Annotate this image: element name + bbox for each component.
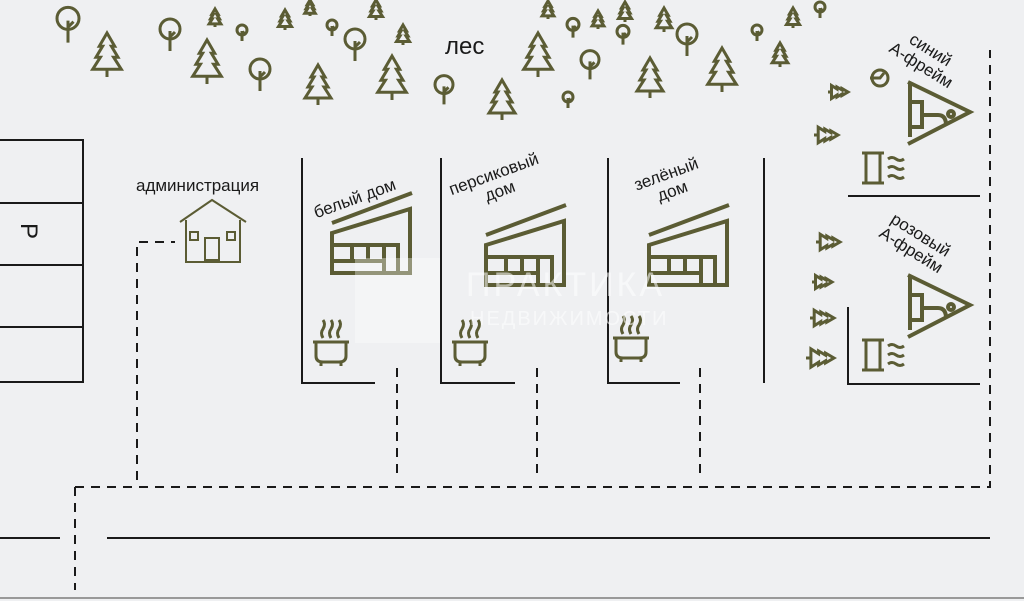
deciduous-tree-icon [579,49,601,80]
pine-tree-icon [189,37,225,85]
sauna-icon [862,338,905,372]
deciduous-tree-icon [55,5,81,43]
pine-tree-icon [812,272,835,292]
pine-tree-icon [615,0,635,22]
pine-tree-icon [815,231,843,253]
watermark-subtitle: НЕДВИЖИМОСТИ [470,308,669,330]
pine-tree-icon [520,30,556,78]
admin-house-icon [179,198,247,263]
pine-tree-icon [806,346,837,370]
deciduous-tree-icon [750,23,764,41]
hot-tub-icon [613,315,649,362]
deciduous-tree-icon [561,90,575,108]
hot-tub-icon [313,319,349,366]
deciduous-tree-icon [615,23,631,45]
pine-tree-icon [393,22,413,45]
watermark-title: ПРАКТИКА [466,266,666,304]
plot-pink-aframe [847,307,980,385]
pine-tree-icon [206,6,224,28]
admin-label: администрация [136,176,260,195]
pine-tree-icon [783,5,803,28]
deciduous-tree-icon [675,22,699,56]
pine-tree-icon [653,5,675,33]
pine-tree-icon [275,7,295,30]
modern-house-icon [647,203,730,287]
pine-tree-icon [486,77,518,120]
pine-tree-icon [769,40,791,68]
hot-tub-icon [452,319,488,366]
pine-tree-icon [89,30,125,78]
parking-lot [0,139,84,383]
deciduous-tree-icon [565,16,581,38]
pine-tree-icon [813,124,841,146]
pine-tree-icon [302,62,334,105]
path-main [75,50,991,488]
pine-tree-icon [828,82,851,102]
pine-tree-icon [634,55,666,98]
modern-house-icon [484,203,567,287]
plot-peach-house [440,158,515,384]
deciduous-tree-icon [433,74,455,105]
a-frame-house-icon [907,80,975,146]
watermark-logo [355,258,440,343]
pine-tree-icon [589,8,607,30]
path-admin [136,241,175,480]
deciduous-tree-icon [343,27,367,61]
a-frame-house-icon [907,273,975,339]
parking-label: P [15,222,43,240]
pine-tree-icon [374,53,410,101]
deciduous-tree-icon [813,0,827,18]
modern-house-icon [330,191,413,275]
pine-tree-icon [704,45,740,93]
deciduous-tree-icon [248,57,272,91]
forest-label: лес [445,33,485,60]
pine-tree-icon [302,0,318,17]
pine-tree-icon [539,0,557,20]
pine-tree-icon [366,0,386,20]
deciduous-tree-icon [158,17,182,51]
pine-tree-icon [809,307,837,329]
plot-white-house [301,158,375,384]
deciduous-tree-icon [325,18,339,36]
deciduous-tree-icon [235,23,249,41]
plot-green-house [607,158,680,384]
deciduous-tree-icon [870,68,890,88]
sauna-icon [862,151,905,185]
